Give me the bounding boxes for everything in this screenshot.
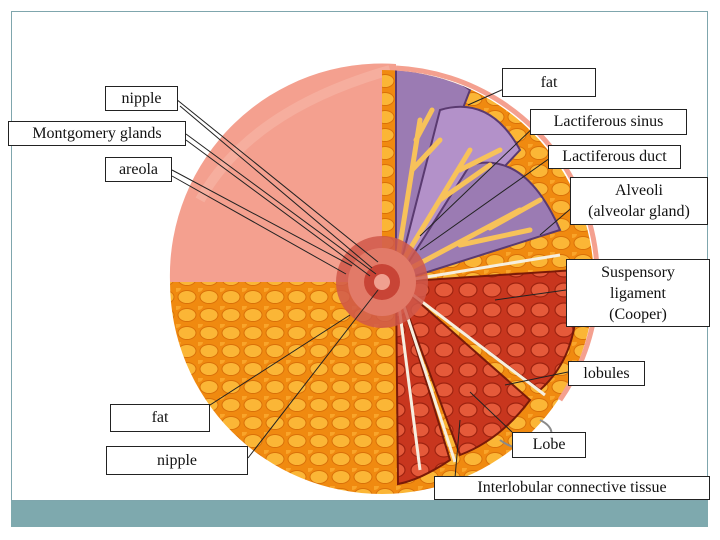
label-suspensory-line3: (Cooper) <box>609 306 667 323</box>
label-interlobular-connective-tissue: Interlobular connective tissue <box>434 476 710 500</box>
label-lobe: Lobe <box>512 432 586 458</box>
label-lactiferous-sinus: Lactiferous sinus <box>530 109 687 135</box>
label-areola: areola <box>105 157 172 182</box>
label-fat-top: fat <box>502 68 596 97</box>
label-alveoli-line2: (alveolar gland) <box>588 203 690 220</box>
label-suspensory-line1: Suspensory <box>601 264 675 281</box>
fat-tissue-lower <box>170 282 382 494</box>
label-suspensory-ligament: Suspensory ligament (Cooper) <box>566 259 710 327</box>
label-nipple-top: nipple <box>105 86 178 111</box>
leader-lines <box>171 83 576 479</box>
label-alveoli-line1: Alveoli <box>615 182 663 199</box>
slide-frame <box>11 11 708 501</box>
label-montgomery-glands: Montgomery glands <box>8 121 186 146</box>
label-lactiferous-duct: Lactiferous duct <box>548 145 681 169</box>
label-nipple-bottom: nipple <box>106 446 248 475</box>
skin-quadrant <box>169 63 396 283</box>
footer-bar <box>11 501 708 527</box>
label-alveoli: Alveoli (alveolar gland) <box>570 177 708 225</box>
label-lobules: lobules <box>568 361 645 386</box>
label-fat-bottom: fat <box>110 404 210 432</box>
label-suspensory-line2: ligament <box>610 285 666 302</box>
